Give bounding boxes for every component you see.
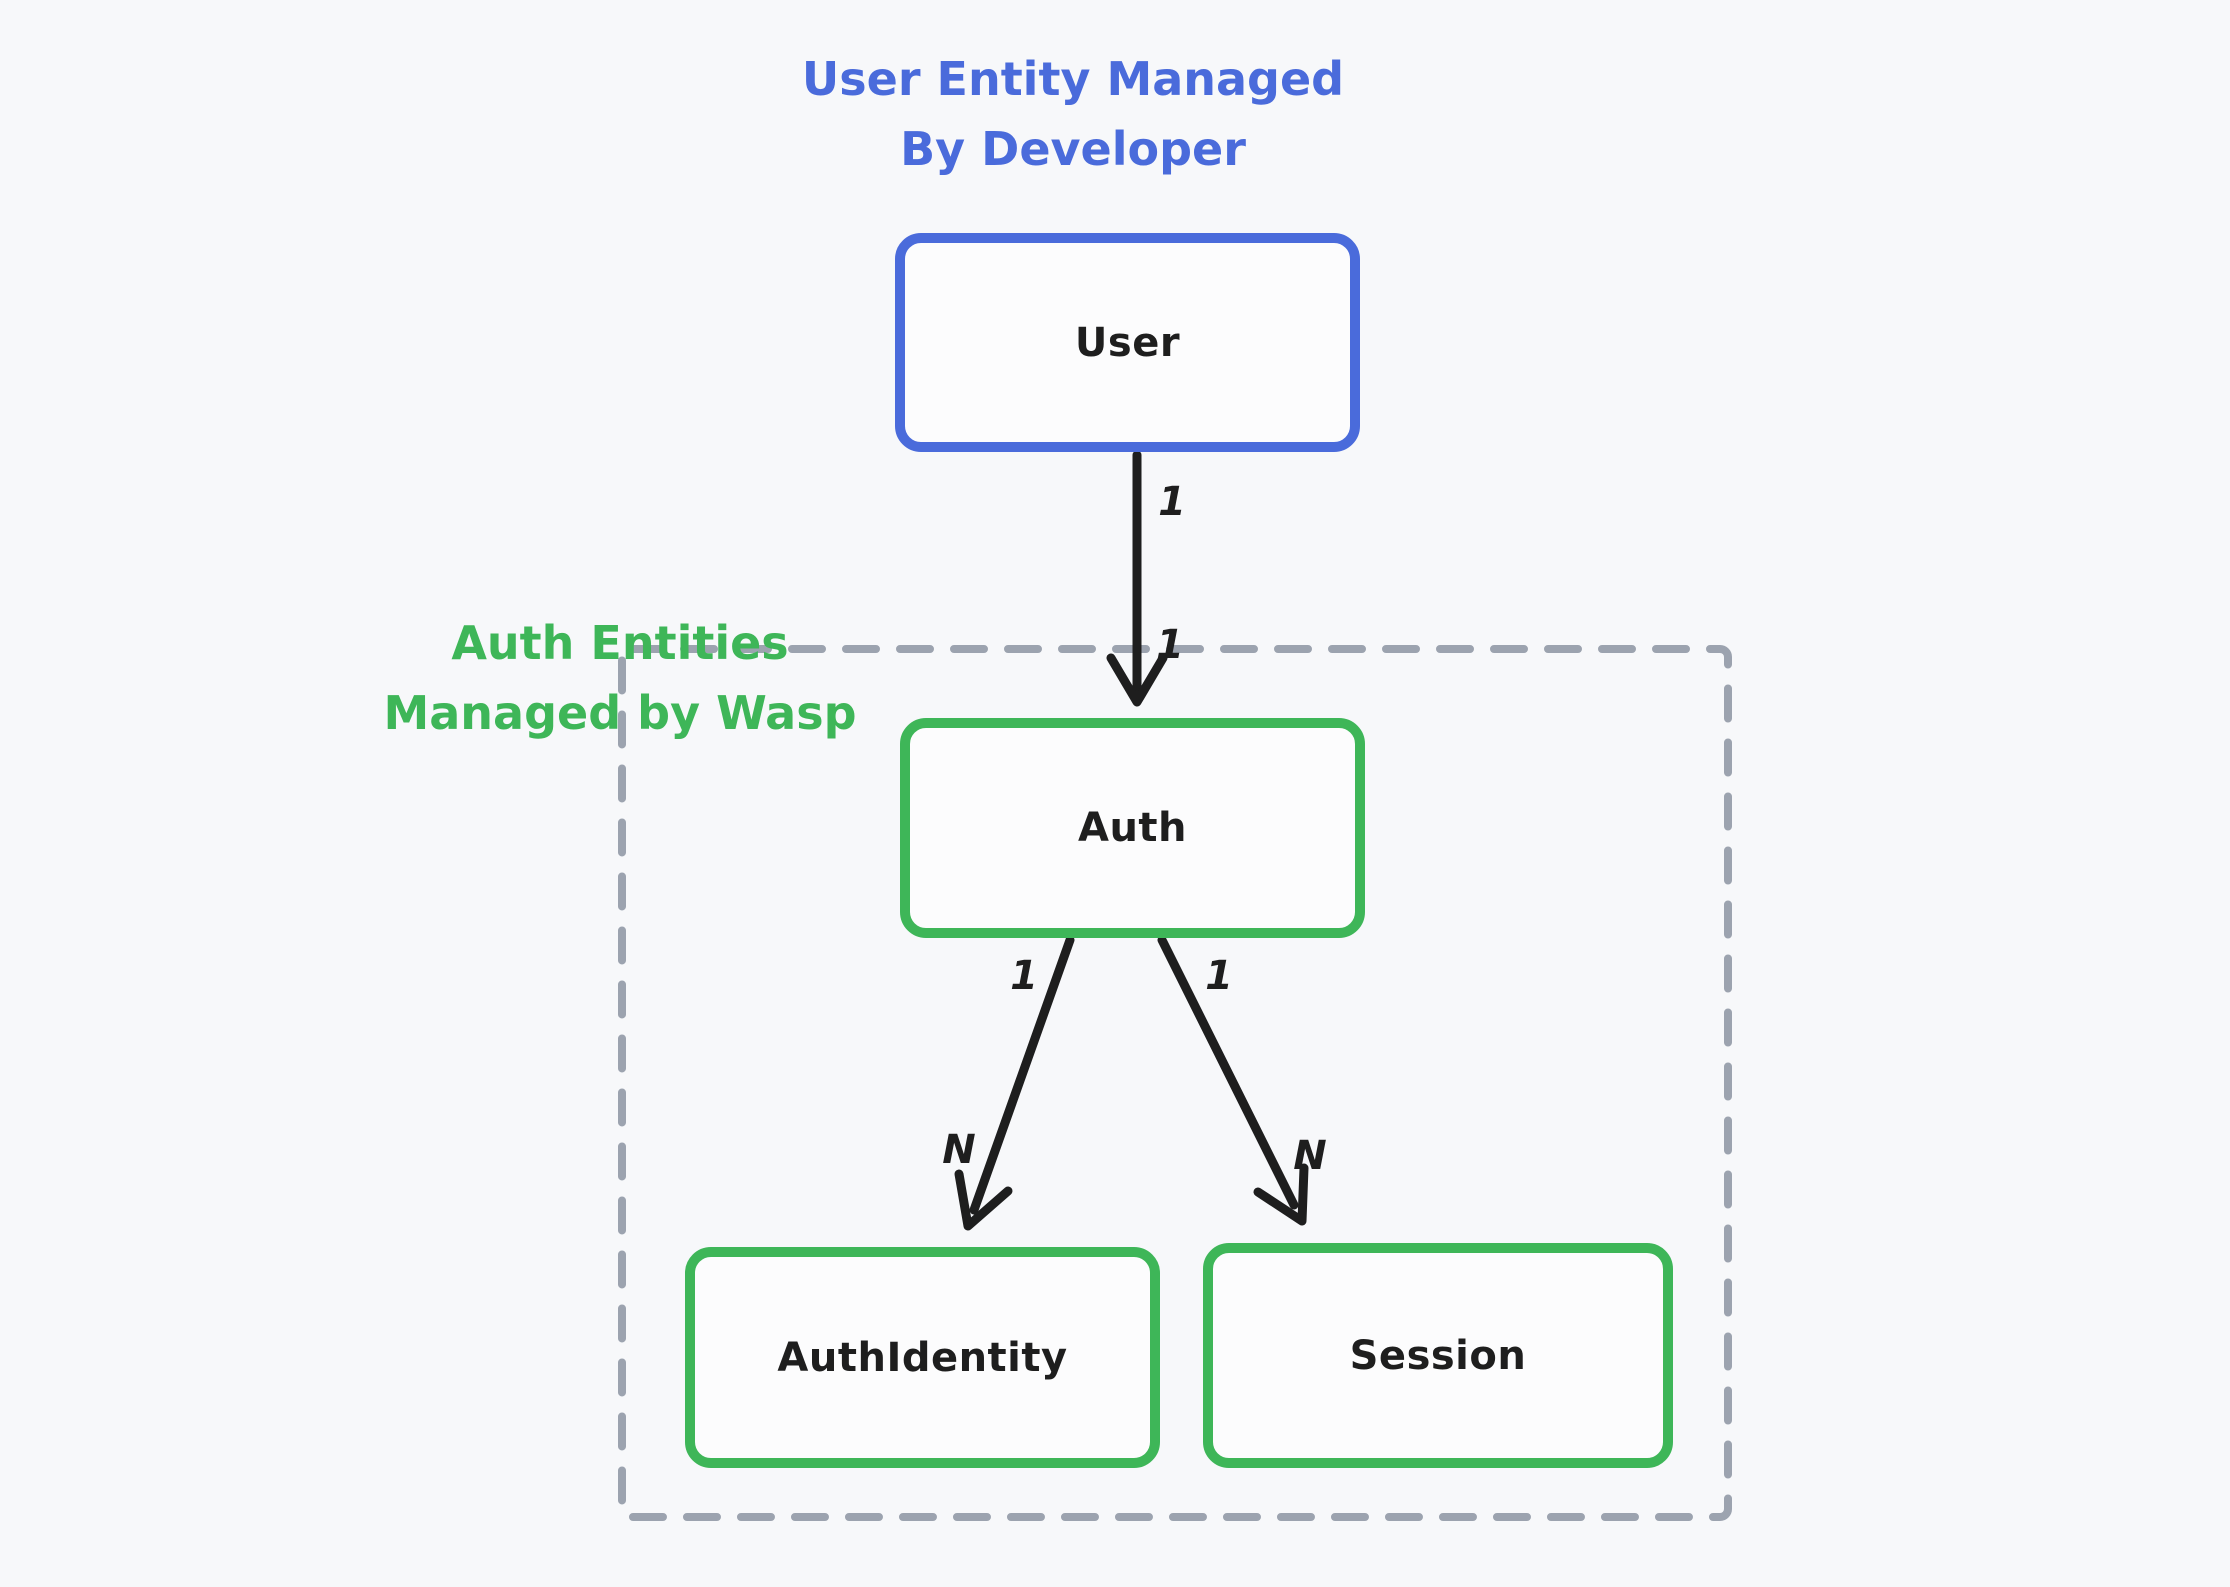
wasp-group-dashed-border (618, 645, 1732, 1521)
wasp-group-annotation-line1: Auth Entities (451, 616, 789, 670)
wasp-group-annotation: Auth Entities Managed by Wasp (170, 608, 1070, 748)
user-entity-annotation-line1: User Entity Managed (801, 52, 1345, 106)
node-authidentity: AuthIdentity (685, 1247, 1160, 1468)
auth-session-cardinality-target: N (1293, 1133, 1327, 1179)
user-entity-annotation: User Entity Managed By Developer (623, 44, 1523, 184)
node-session: Session (1203, 1243, 1673, 1468)
auth-session-cardinality-source: 1 (1205, 953, 1233, 999)
node-session-label: Session (1349, 1332, 1527, 1379)
auth-authidentity-cardinality-target: N (942, 1127, 976, 1173)
wasp-group-annotation-line2: Managed by Wasp (383, 686, 857, 740)
node-user-label: User (1074, 319, 1181, 366)
user-auth-cardinality-source: 1 (1158, 479, 1186, 525)
node-auth-label: Auth (1077, 805, 1188, 851)
user-auth-cardinality-target: 1 (1156, 622, 1184, 668)
auth-session-arrow (1157, 935, 1309, 1226)
user-auth-arrow (1106, 450, 1168, 707)
node-user: User (895, 233, 1360, 452)
user-entity-annotation-line2: By Developer (900, 122, 1246, 176)
auth-authidentity-cardinality-source: 1 (1010, 953, 1038, 999)
auth-authidentity-arrow (954, 935, 1075, 1231)
node-auth: Auth (900, 718, 1365, 938)
node-authidentity-label: AuthIdentity (777, 1334, 1068, 1381)
